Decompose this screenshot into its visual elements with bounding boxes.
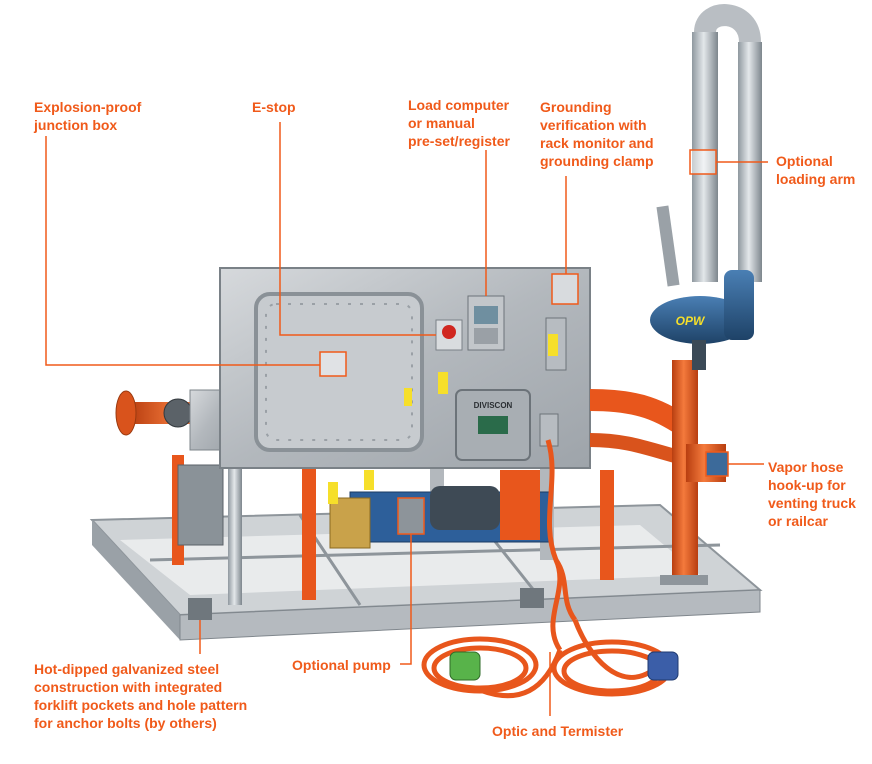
main-panel: DIVISCON <box>219 267 591 469</box>
grounding-monitor <box>551 273 579 305</box>
forklift-pocket <box>520 588 544 608</box>
callout-vapor-hose: Vapor hose hook-up for venting truck or … <box>768 459 856 529</box>
leader-junction-box <box>45 136 320 366</box>
side-junction-box <box>177 464 224 546</box>
pump-marker <box>397 497 425 535</box>
controller-brand: DIVISCON <box>474 401 513 410</box>
loading-arm: OPW <box>650 4 762 370</box>
process-piping <box>589 360 729 585</box>
callout-optic: Optic and Termister <box>492 723 624 739</box>
forklift-pocket <box>188 598 212 620</box>
callout-pump: Optional pump <box>292 657 391 673</box>
junction-box-marker <box>319 351 347 377</box>
callout-junction-box: Explosion-proof junction box <box>34 99 142 133</box>
leader-lines <box>45 122 768 716</box>
hose-connectors <box>449 651 679 681</box>
callout-grounding: Grounding verification with rack monitor… <box>540 99 654 169</box>
junction-box <box>254 292 424 452</box>
vapor-hose-coupler <box>705 451 729 477</box>
callout-estop: E-stop <box>252 99 296 115</box>
callout-loading-arm: Optional loading arm <box>776 153 856 187</box>
arm-logo: OPW <box>676 314 706 328</box>
callout-steel-construction: Hot-dipped galvanized steel construction… <box>34 661 248 731</box>
estop-button <box>442 325 456 339</box>
base-frame <box>89 503 763 641</box>
leader-estop <box>279 122 436 336</box>
loading-arm-marker <box>689 149 717 175</box>
pump-assembly <box>328 470 551 549</box>
callout-load-computer: Load computer or manual pre-set/register <box>408 97 510 149</box>
leader-pump <box>400 534 412 665</box>
